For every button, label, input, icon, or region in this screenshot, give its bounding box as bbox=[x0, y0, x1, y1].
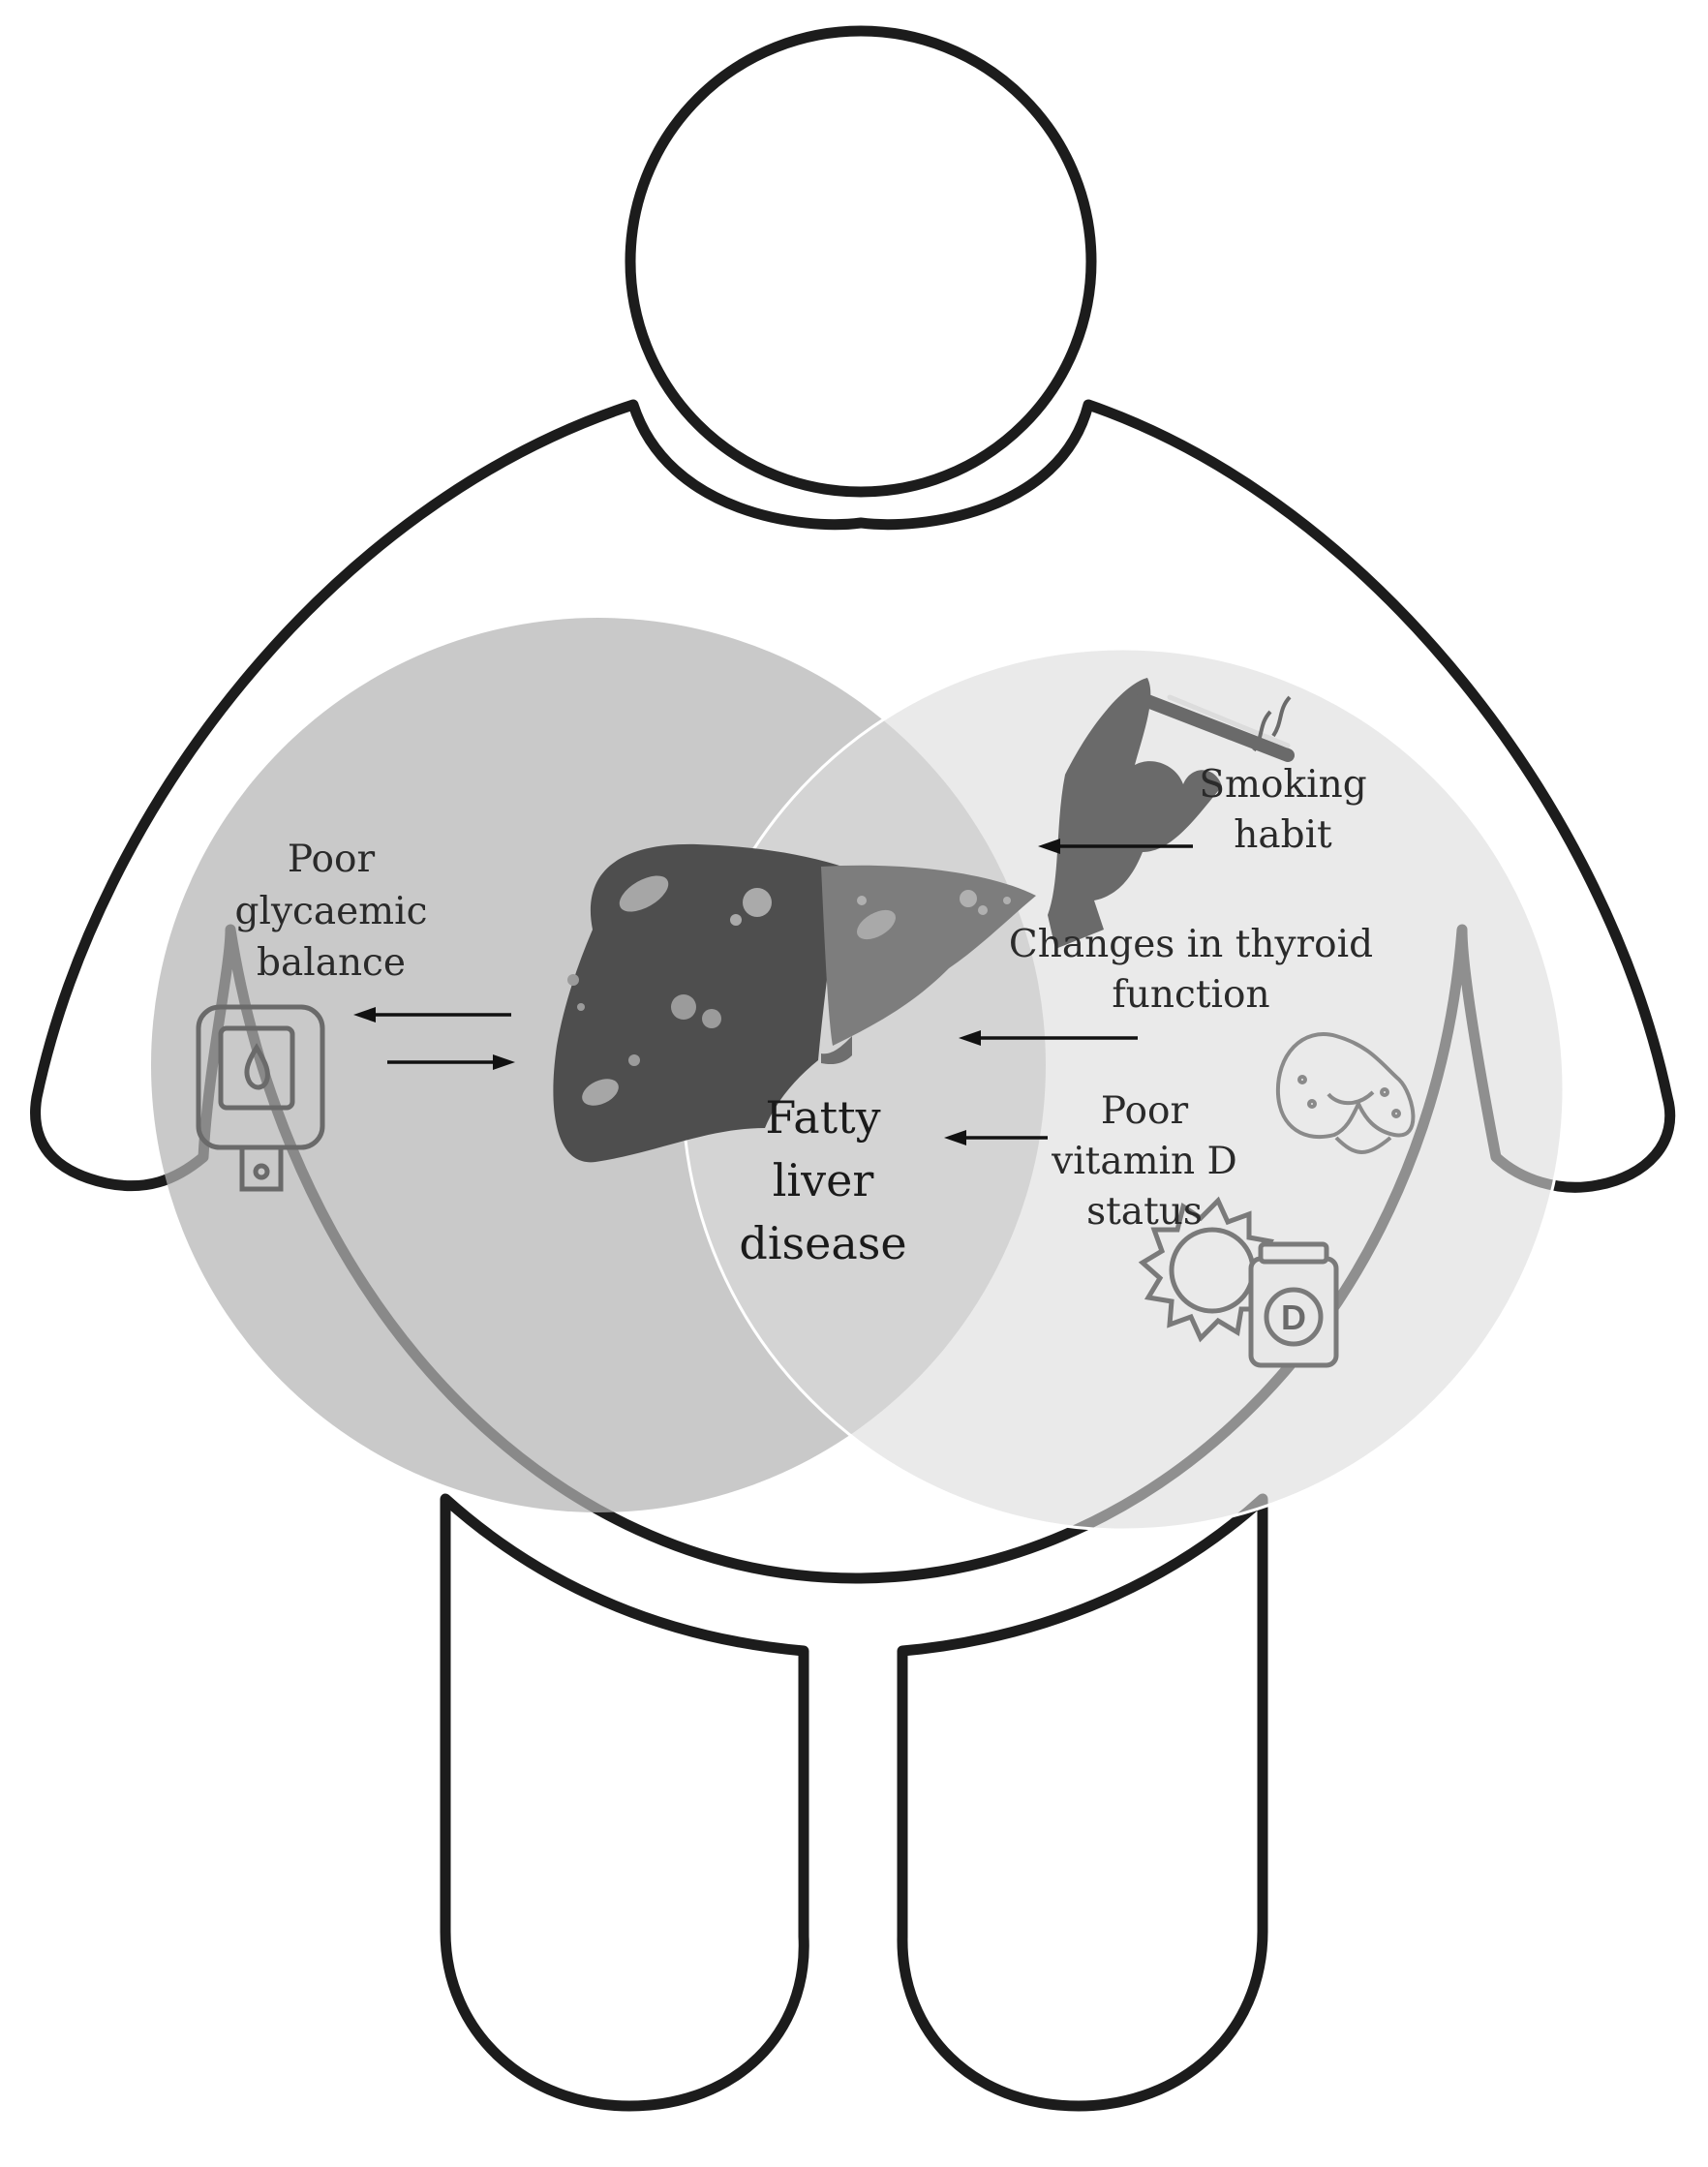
head-outline bbox=[625, 25, 1097, 498]
arrowhead-from-vitamin-d bbox=[944, 1130, 966, 1145]
vitamin-d-badge: D bbox=[1281, 1297, 1306, 1337]
glycaemic-line-2: glycaemic bbox=[235, 890, 428, 933]
thyroid-line-1: Changes in thyroid bbox=[1009, 923, 1373, 966]
smoking-line-1: Smoking bbox=[1199, 763, 1366, 807]
poor-glycaemic-label: Poor glycaemic balance bbox=[235, 838, 428, 985]
smoking-line-2: habit bbox=[1234, 813, 1332, 857]
left-leg-outline bbox=[440, 1493, 809, 2112]
vitamin-d-line-1: Poor bbox=[1101, 1089, 1189, 1133]
arrowhead-from-thyroid bbox=[959, 1030, 981, 1046]
center-line-2: liver bbox=[773, 1154, 874, 1206]
vitamin-d-line-2: vitamin D bbox=[1051, 1140, 1237, 1183]
glucometer-icon bbox=[196, 1004, 325, 1192]
glycaemic-line-3: balance bbox=[257, 941, 406, 985]
smoking-label: Smoking habit bbox=[1199, 763, 1366, 857]
fatty-liver-label: Fatty liver disease bbox=[739, 1091, 906, 1269]
arrowhead-from-smoking bbox=[1038, 839, 1060, 854]
arrowhead-to-liver bbox=[493, 1054, 515, 1070]
thyroid-line-2: function bbox=[1112, 973, 1269, 1017]
liver-icon bbox=[553, 843, 1036, 1163]
smoking-hand-icon bbox=[1048, 678, 1295, 949]
thyroid-icon bbox=[1275, 1032, 1416, 1154]
right-leg-outline bbox=[897, 1493, 1268, 2112]
arrows bbox=[353, 839, 1193, 1145]
vitamin-d-sun-icon bbox=[1138, 1196, 1339, 1368]
thyroid-label: Changes in thyroid function bbox=[1009, 923, 1373, 1017]
glycaemic-line-1: Poor bbox=[288, 838, 376, 881]
center-line-3: disease bbox=[739, 1217, 906, 1269]
vitamin-d-line-3: status bbox=[1086, 1190, 1203, 1234]
center-line-1: Fatty bbox=[765, 1091, 880, 1144]
arrowhead-to-glycaemic bbox=[353, 1007, 376, 1022]
vitamin-d-label: Poor vitamin D status bbox=[1051, 1089, 1237, 1234]
